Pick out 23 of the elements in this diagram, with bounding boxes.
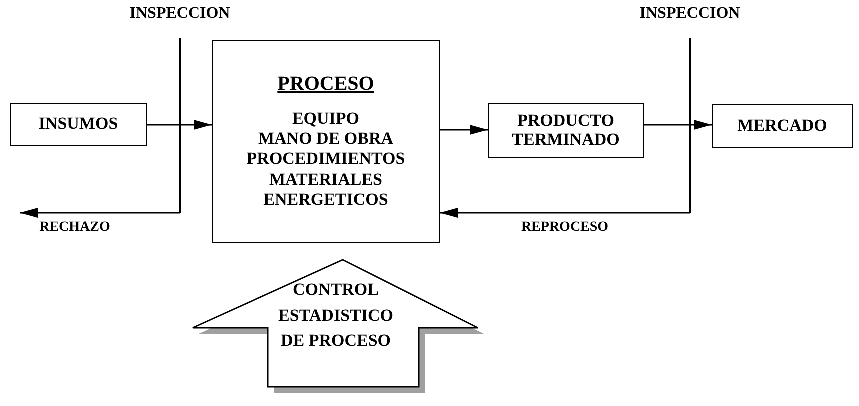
process-box	[712, 104, 853, 148]
process-item: ENERGETICOS	[264, 190, 388, 210]
inspection-label: INSPECCION	[638, 5, 742, 23]
process-item: EQUIPO	[292, 108, 360, 129]
process-box	[212, 40, 440, 243]
inspection-label: INSPECCION	[128, 5, 232, 23]
arrow	[440, 125, 488, 135]
process-box	[10, 103, 147, 146]
process-item: PROCEDIMIENTOS	[246, 149, 406, 170]
process-item: MATERIALES	[269, 170, 383, 190]
box-label: MERCADO	[738, 116, 828, 136]
box-label: PRODUCTO TERMINADO	[511, 112, 621, 150]
edge-label: RECHAZO	[40, 220, 110, 236]
arrow	[147, 120, 212, 130]
arrow	[20, 208, 180, 218]
process-box	[488, 103, 644, 158]
process-title: PROCESO	[278, 72, 374, 95]
process-item: MANO DE OBRA	[258, 128, 394, 150]
arrow-label: CONTROL ESTADISTICO DE PROCESO	[278, 279, 394, 352]
arrow	[644, 120, 712, 130]
arrow	[440, 208, 690, 218]
box-label: INSUMOS	[38, 115, 118, 134]
edge-label: REPROCESO	[521, 220, 609, 236]
